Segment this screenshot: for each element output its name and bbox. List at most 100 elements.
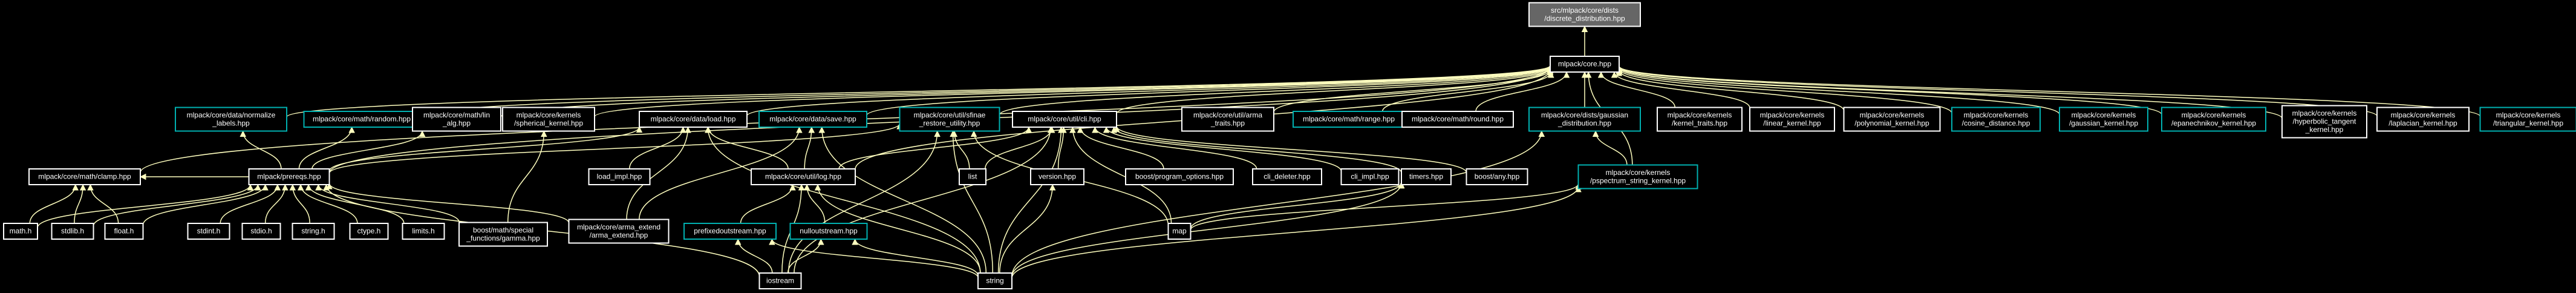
node-log[interactable]: mlpack/core/util/log.hpp	[751, 168, 856, 185]
node-label: mlpack/core/util/arma	[1193, 111, 1262, 119]
node-gamma[interactable]: boost/math/special_functions/gamma.hpp	[458, 222, 548, 247]
node-label: _restore_utility.hpp	[919, 119, 980, 128]
edge-prefixedoutstream-to-iostream	[734, 238, 773, 274]
node-cli-impl[interactable]: cli_impl.hpp	[1340, 168, 1400, 185]
edge-cli-to-cli-deleter	[1092, 126, 1257, 170]
node-label: float.h	[114, 227, 134, 235]
edge-cli-to-list	[985, 126, 1055, 170]
node-pspectrum[interactable]: mlpack/core/kernels/pspectrum_string_ker…	[1577, 164, 1698, 189]
edge-cli-to-program-options	[1077, 126, 1164, 170]
node-label: mlpack/core/math/clamp.hpp	[38, 173, 131, 181]
node-ctype-h[interactable]: ctype.h	[349, 223, 389, 240]
node-label: ctype.h	[357, 227, 381, 235]
node-lin-alg[interactable]: mlpack/core/math/lin_alg.hpp	[412, 107, 501, 132]
node-clamp[interactable]: mlpack/core/math/clamp.hpp	[28, 168, 141, 185]
edge-prereqs-to-arma-extend	[326, 182, 570, 223]
node-label: mlpack/core/kernels	[2292, 109, 2357, 117]
node-label: /discrete_distribution.hpp	[1544, 15, 1625, 23]
node-prereqs[interactable]: mlpack/prereqs.hpp	[248, 168, 330, 185]
edge-cli-to-iostream	[794, 126, 1054, 274]
edge-core-hpp-to-triangular	[1616, 65, 2481, 117]
node-box	[241, 223, 281, 240]
node-normalize-labels[interactable]: mlpack/core/data/normalize_labels.hpp	[175, 107, 287, 132]
node-root[interactable]: src/mlpack/core/dists/discrete_distribut…	[1528, 2, 1641, 27]
edge-core-hpp-to-round	[1475, 71, 1570, 112]
node-core-hpp[interactable]: mlpack/core.hpp	[1550, 56, 1620, 73]
node-sfinae[interactable]: mlpack/core/util/sfinae_restore_utility.…	[899, 107, 1000, 132]
node-kernel-traits[interactable]: mlpack/core/kernels/kernel_traits.hpp	[1657, 107, 1743, 132]
node-stdio-h[interactable]: stdio.h	[241, 223, 281, 240]
node-save[interactable]: mlpack/core/data/save.hpp	[758, 111, 867, 128]
node-arma-extend[interactable]: mlpack/core/arma_extend/arma_extend.hpp	[568, 219, 670, 244]
node-label: boost/program_options.hpp	[1135, 173, 1224, 181]
node-label: /kernel_traits.hpp	[1672, 119, 1727, 128]
node-box	[1528, 107, 1641, 132]
node-label: /gaussian_kernel.hpp	[2069, 119, 2138, 128]
node-box	[789, 223, 868, 240]
edge-pspectrum-to-string	[1011, 185, 1582, 278]
node-prefixedoutstream[interactable]: prefixedoutstream.hpp	[683, 223, 777, 240]
edge-load-to-load-impl	[628, 126, 686, 170]
edge-nulloutstream-to-iostream	[787, 238, 824, 274]
node-epanechnikov[interactable]: mlpack/core/kernels/epanechnikov_kernel.…	[2161, 107, 2266, 132]
node-cli[interactable]: mlpack/core/util/cli.hpp	[1012, 111, 1117, 128]
edge-core-hpp-to-cosine-distance	[1616, 68, 1952, 114]
node-map[interactable]: map	[1167, 223, 1192, 240]
node-label: _kernel.hpp	[2305, 125, 2344, 134]
node-arma-traits[interactable]: mlpack/core/util/arma_traits.hpp	[1181, 107, 1274, 132]
node-cli-deleter[interactable]: cli_deleter.hpp	[1252, 168, 1322, 185]
node-program-options[interactable]: boost/program_options.hpp	[1125, 168, 1234, 185]
node-nulloutstream[interactable]: nulloutstream.hpp	[789, 223, 868, 240]
edge-spherical-kernel-to-gamma	[507, 130, 547, 223]
node-spherical-kernel[interactable]: mlpack/core/kernels/spherical_kernel.hpp	[502, 107, 595, 132]
node-math-h[interactable]: math.h	[3, 223, 38, 240]
node-list[interactable]: list	[959, 168, 986, 185]
edge-core-hpp-to-lin-alg	[500, 65, 1553, 118]
node-label: version.hpp	[1039, 173, 1076, 181]
node-label: _alg.hpp	[442, 119, 471, 128]
node-version[interactable]: version.hpp	[1030, 168, 1084, 185]
node-box	[458, 222, 548, 247]
node-round[interactable]: mlpack/core/math/round.hpp	[1401, 111, 1514, 128]
node-stdint-h[interactable]: stdint.h	[187, 223, 230, 240]
node-cosine-distance[interactable]: mlpack/core/kernels/cosine_distance.hpp	[1951, 107, 2041, 132]
node-timers[interactable]: timers.hpp	[1401, 168, 1452, 185]
node-linear-kernel[interactable]: mlpack/core/kernels/linear_kernel.hpp	[1749, 107, 1835, 132]
node-box	[51, 223, 94, 240]
node-polynomial-kernel[interactable]: mlpack/core/kernels/polynomial_kernel.hp…	[1843, 107, 1941, 132]
node-box	[1340, 168, 1400, 185]
node-label: /epanechnikov_kernel.hpp	[2171, 119, 2256, 128]
edge-core-hpp-to-load	[746, 65, 1553, 117]
node-string[interactable]: string	[977, 272, 1012, 289]
node-float-h[interactable]: float.h	[104, 223, 144, 240]
node-label: mlpack/core/kernels	[2182, 111, 2246, 119]
node-label: mlpack/core/util/sfinae	[914, 111, 986, 119]
node-triangular[interactable]: mlpack/core/kernels/triangular_kernel.hp…	[2479, 107, 2576, 132]
node-range[interactable]: mlpack/core/math/range.hpp	[1293, 111, 1405, 128]
node-box	[1528, 2, 1641, 27]
node-box	[104, 223, 144, 240]
node-boost-any[interactable]: boost/any.hpp	[1466, 168, 1528, 185]
node-gaussian-kernel[interactable]: mlpack/core/kernels/gaussian_kernel.hpp	[2059, 107, 2148, 132]
edge-nulloutstream-to-string	[852, 238, 979, 276]
node-box	[683, 223, 777, 240]
node-hyperbolic[interactable]: mlpack/core/kernels/hyperbolic_tangent_k…	[2281, 105, 2367, 139]
node-box	[1657, 107, 1743, 132]
node-laplacian[interactable]: mlpack/core/kernels/laplacian_kernel.hpp	[2376, 107, 2470, 132]
node-box	[1252, 168, 1322, 185]
node-label: mlpack/core.hpp	[1558, 60, 1611, 68]
node-iostream[interactable]: iostream	[758, 272, 802, 289]
node-box	[639, 111, 748, 128]
node-stdlib-h[interactable]: stdlib.h	[51, 223, 94, 240]
node-label: mlpack/core/math/range.hpp	[1303, 115, 1395, 123]
node-string-h[interactable]: string.h	[292, 223, 335, 240]
node-load-impl[interactable]: load_impl.hpp	[588, 168, 651, 185]
node-random[interactable]: mlpack/core/math/random.hpp	[303, 111, 420, 128]
node-gaussian-dist[interactable]: mlpack/core/dists/gaussian_distribution.…	[1528, 107, 1641, 132]
node-label: boost/any.hpp	[1475, 173, 1520, 181]
node-label: /laplacian_kernel.hpp	[2389, 119, 2457, 128]
node-label: mlpack/core/kernels	[1606, 168, 1671, 177]
node-box	[349, 223, 389, 240]
node-load[interactable]: mlpack/core/data/load.hpp	[639, 111, 748, 128]
node-limits-h[interactable]: limits.h	[402, 223, 445, 240]
